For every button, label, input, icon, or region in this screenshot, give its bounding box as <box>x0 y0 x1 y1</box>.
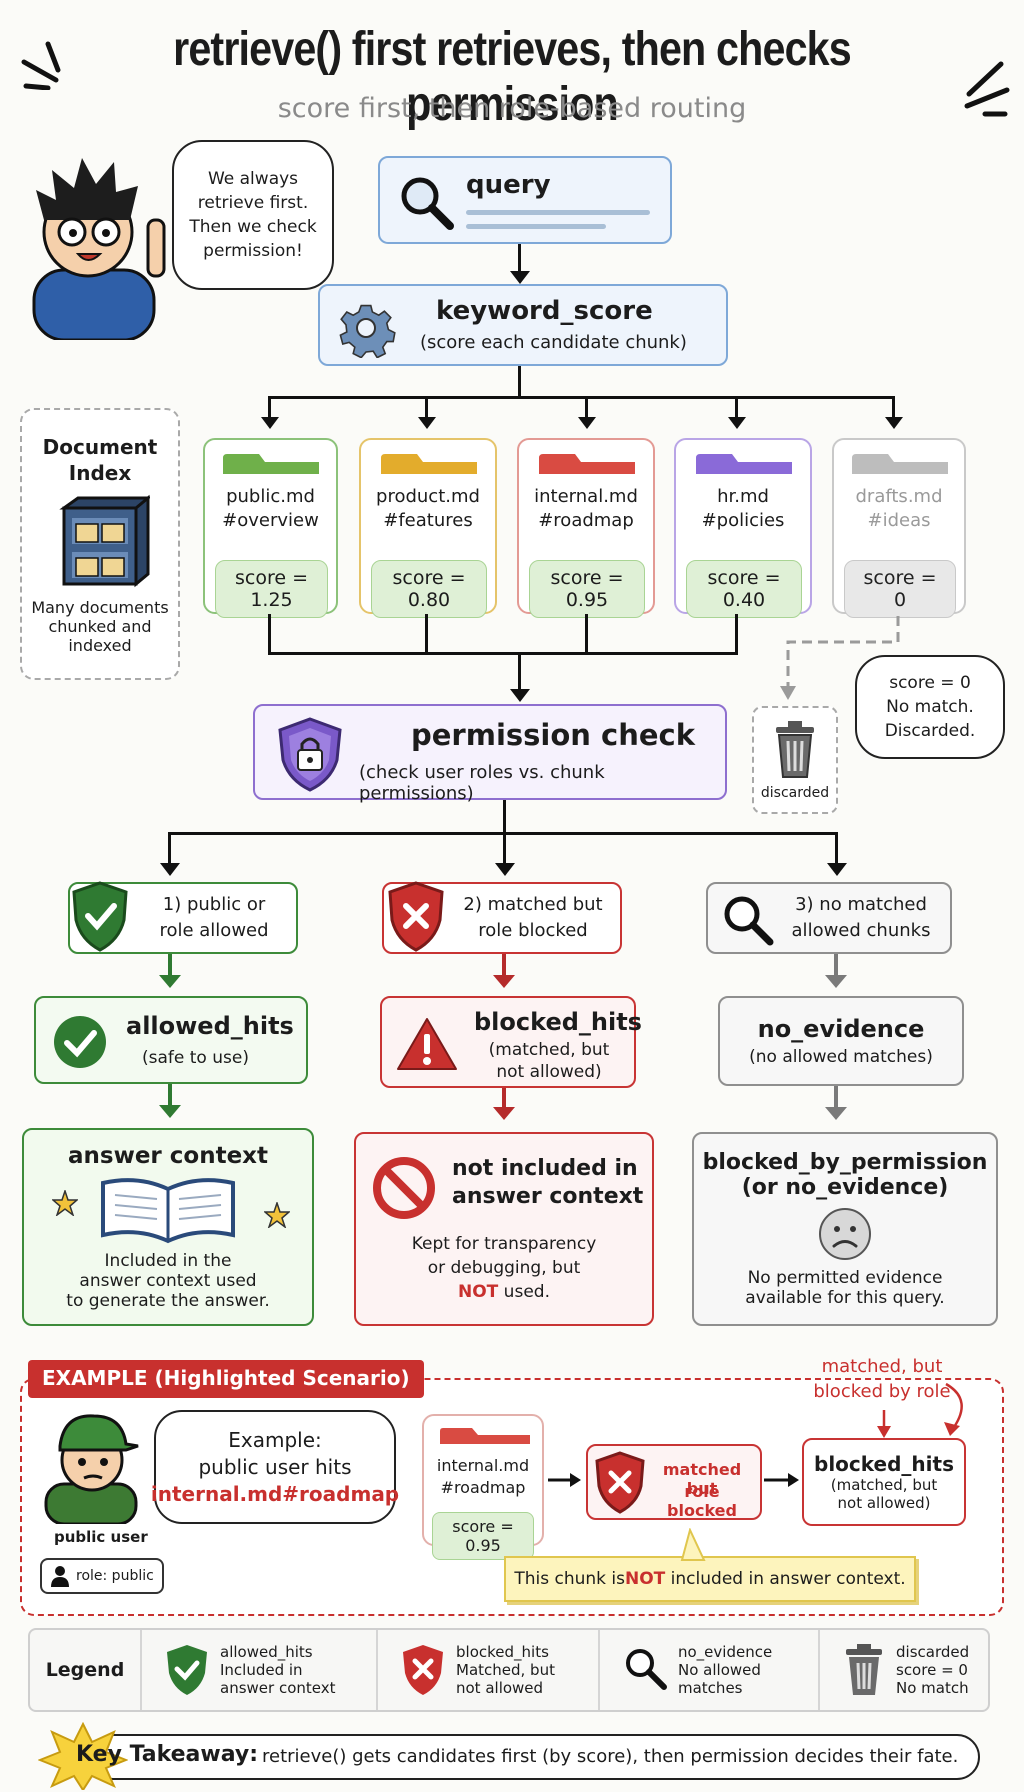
example-note: matched, but blocked by role <box>813 1356 951 1402</box>
star-icon <box>264 1202 290 1228</box>
prohibited-icon <box>373 1157 435 1219</box>
page-subtitle: score first, then role-based routing <box>277 93 747 124</box>
document-index: Document Index Many documents chunked an… <box>20 408 180 680</box>
open-book-icon <box>101 1178 235 1244</box>
page-title: retrieve() first retrieves, then checks … <box>173 23 852 131</box>
chunk-card-hr: hr.md #policies score = 0.40 <box>674 438 812 618</box>
query-text-line <box>466 224 606 229</box>
trash-icon <box>776 721 814 778</box>
example-result-box: blocked_hits (matched, but not allowed) <box>802 1438 966 1526</box>
chunk-card-internal: internal.md #roadmap score = 0.95 <box>517 438 655 618</box>
x-shield-icon <box>403 1645 443 1695</box>
arrow-down-icon <box>877 1410 891 1438</box>
x-shield-icon <box>595 1451 645 1514</box>
example-blocked-box: matched but role blocked <box>586 1444 762 1520</box>
search-icon <box>401 177 454 230</box>
discarded-bin: discarded <box>752 706 838 814</box>
query-box: query <box>378 156 672 244</box>
arrow-right-icon <box>764 1473 799 1487</box>
not-used-line: NOT used. <box>458 1282 550 1302</box>
search-icon <box>724 896 774 946</box>
trash-icon <box>846 1644 882 1695</box>
blocked-by-permission-box: blocked_by_permission (or no_evidence) N… <box>692 1132 998 1326</box>
star-icon <box>52 1190 78 1216</box>
query-text-line <box>466 210 650 215</box>
chunk-card-product: product.md #features score = 0.80 <box>359 438 497 618</box>
folder-icon <box>440 1428 530 1444</box>
spark-icon <box>964 61 1010 117</box>
check-shield-icon <box>167 1645 207 1695</box>
permission-check-box: permission check (check user roles vs. c… <box>253 704 727 804</box>
discard-path <box>780 616 900 700</box>
search-icon <box>626 1649 667 1690</box>
keyword-score-box: keyword_score (score each candidate chun… <box>318 284 728 366</box>
example-chunk-card: internal.md #roadmap score = 0.95 <box>422 1414 544 1560</box>
discard-note: score = 0 No match. Discarded. <box>855 655 1005 759</box>
lock-shield-icon <box>278 717 342 792</box>
no-evidence-box: no_evidence (no allowed matches) <box>718 996 964 1086</box>
chunk-card-public: public.md #overview score = 1.25 <box>203 438 338 618</box>
example-callout: This chunk is NOT included in answer con… <box>504 1556 916 1602</box>
blocked-hits-box: blocked_hits (matched, but not allowed) <box>380 996 642 1088</box>
check-circle-icon <box>54 1016 106 1068</box>
gear-icon <box>339 304 396 358</box>
folder-icon <box>696 454 792 474</box>
chunk-card-drafts: drafts.md #ideas score = 0 <box>832 438 966 618</box>
takeaway-bar: retrieve() gets candidates first (by sco… <box>90 1734 980 1780</box>
allowed-hits-box: allowed_hits (safe to use) <box>34 996 308 1084</box>
example-speech-bubble: Example: public user hits internal.md#ro… <box>151 1410 399 1524</box>
spark-icon <box>21 41 61 90</box>
curved-arrow-icon <box>944 1382 963 1436</box>
callout-pointer <box>680 1528 706 1561</box>
folder-icon <box>539 454 635 474</box>
role-badge: role: public <box>40 1558 164 1594</box>
not-included-box: not included in answer context Kept for … <box>354 1132 654 1326</box>
branch-public-allowed: 1) public or role allowed <box>68 881 298 954</box>
branch-matched-blocked: 2) matched but role blocked <box>382 881 622 954</box>
person-icon <box>51 1566 69 1587</box>
folder-icon <box>223 454 319 474</box>
mascot-speech-bubble: We always retrieve first. Then we check … <box>172 140 334 290</box>
filing-cabinet-icon <box>59 494 150 587</box>
x-shield-icon <box>388 881 444 952</box>
answer-context-box: answer context Included in the answer co… <box>22 1128 314 1326</box>
check-shield-icon <box>72 881 128 952</box>
sad-face-icon <box>819 1208 871 1260</box>
example-tag: EXAMPLE (Highlighted Scenario) <box>28 1360 424 1398</box>
developer-mascot-icon <box>32 158 166 340</box>
public-user-icon <box>44 1414 139 1524</box>
branch-no-matched: 3) no matched allowed chunks <box>706 882 952 954</box>
arrow-right-icon <box>548 1473 581 1487</box>
warning-icon <box>397 1018 457 1070</box>
starburst-icon <box>38 1722 128 1790</box>
folder-icon <box>852 454 948 474</box>
folder-icon <box>381 454 477 474</box>
